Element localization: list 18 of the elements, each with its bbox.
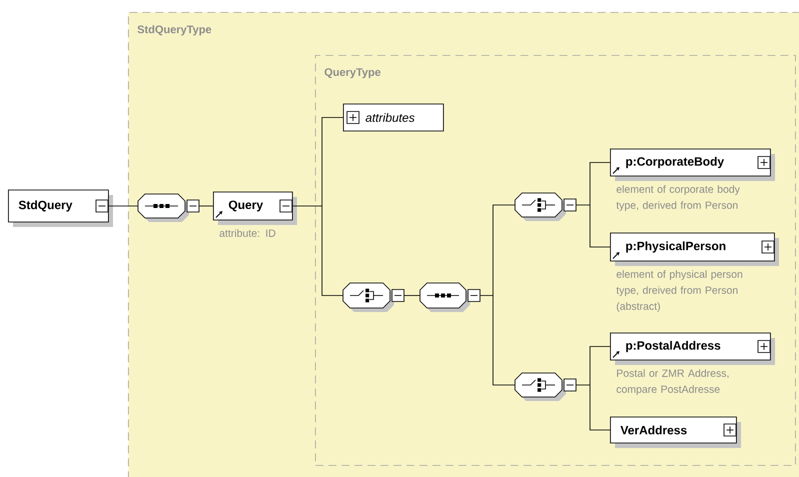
connector-line <box>292 117 344 296</box>
element-box: attributes <box>343 104 444 132</box>
element-box: p:PhysicalPerson <box>610 232 780 266</box>
connector-line <box>404 295 420 296</box>
element-box: StdQuery <box>8 190 113 227</box>
band-title: QueryType <box>324 68 380 78</box>
connector-line <box>576 162 610 248</box>
element-box: VerAddress <box>610 416 741 448</box>
annotation-text: attribute: ID <box>220 229 276 237</box>
element-box: p:PostalAddress <box>610 332 775 365</box>
connector-line <box>576 346 610 430</box>
connector-line <box>480 204 516 386</box>
annotation-text: Postal or ZMR Address, compare PostAdresse <box>616 369 728 395</box>
element-box: Query <box>213 192 297 225</box>
annotation-text: element of physical person type, dreived from Person (abstract) <box>616 270 742 312</box>
band-title: StdQueryType <box>138 25 212 36</box>
element-box: p:CorporateBody <box>610 148 775 181</box>
annotation-text: element of corporate body type, derived from Person <box>616 185 740 211</box>
